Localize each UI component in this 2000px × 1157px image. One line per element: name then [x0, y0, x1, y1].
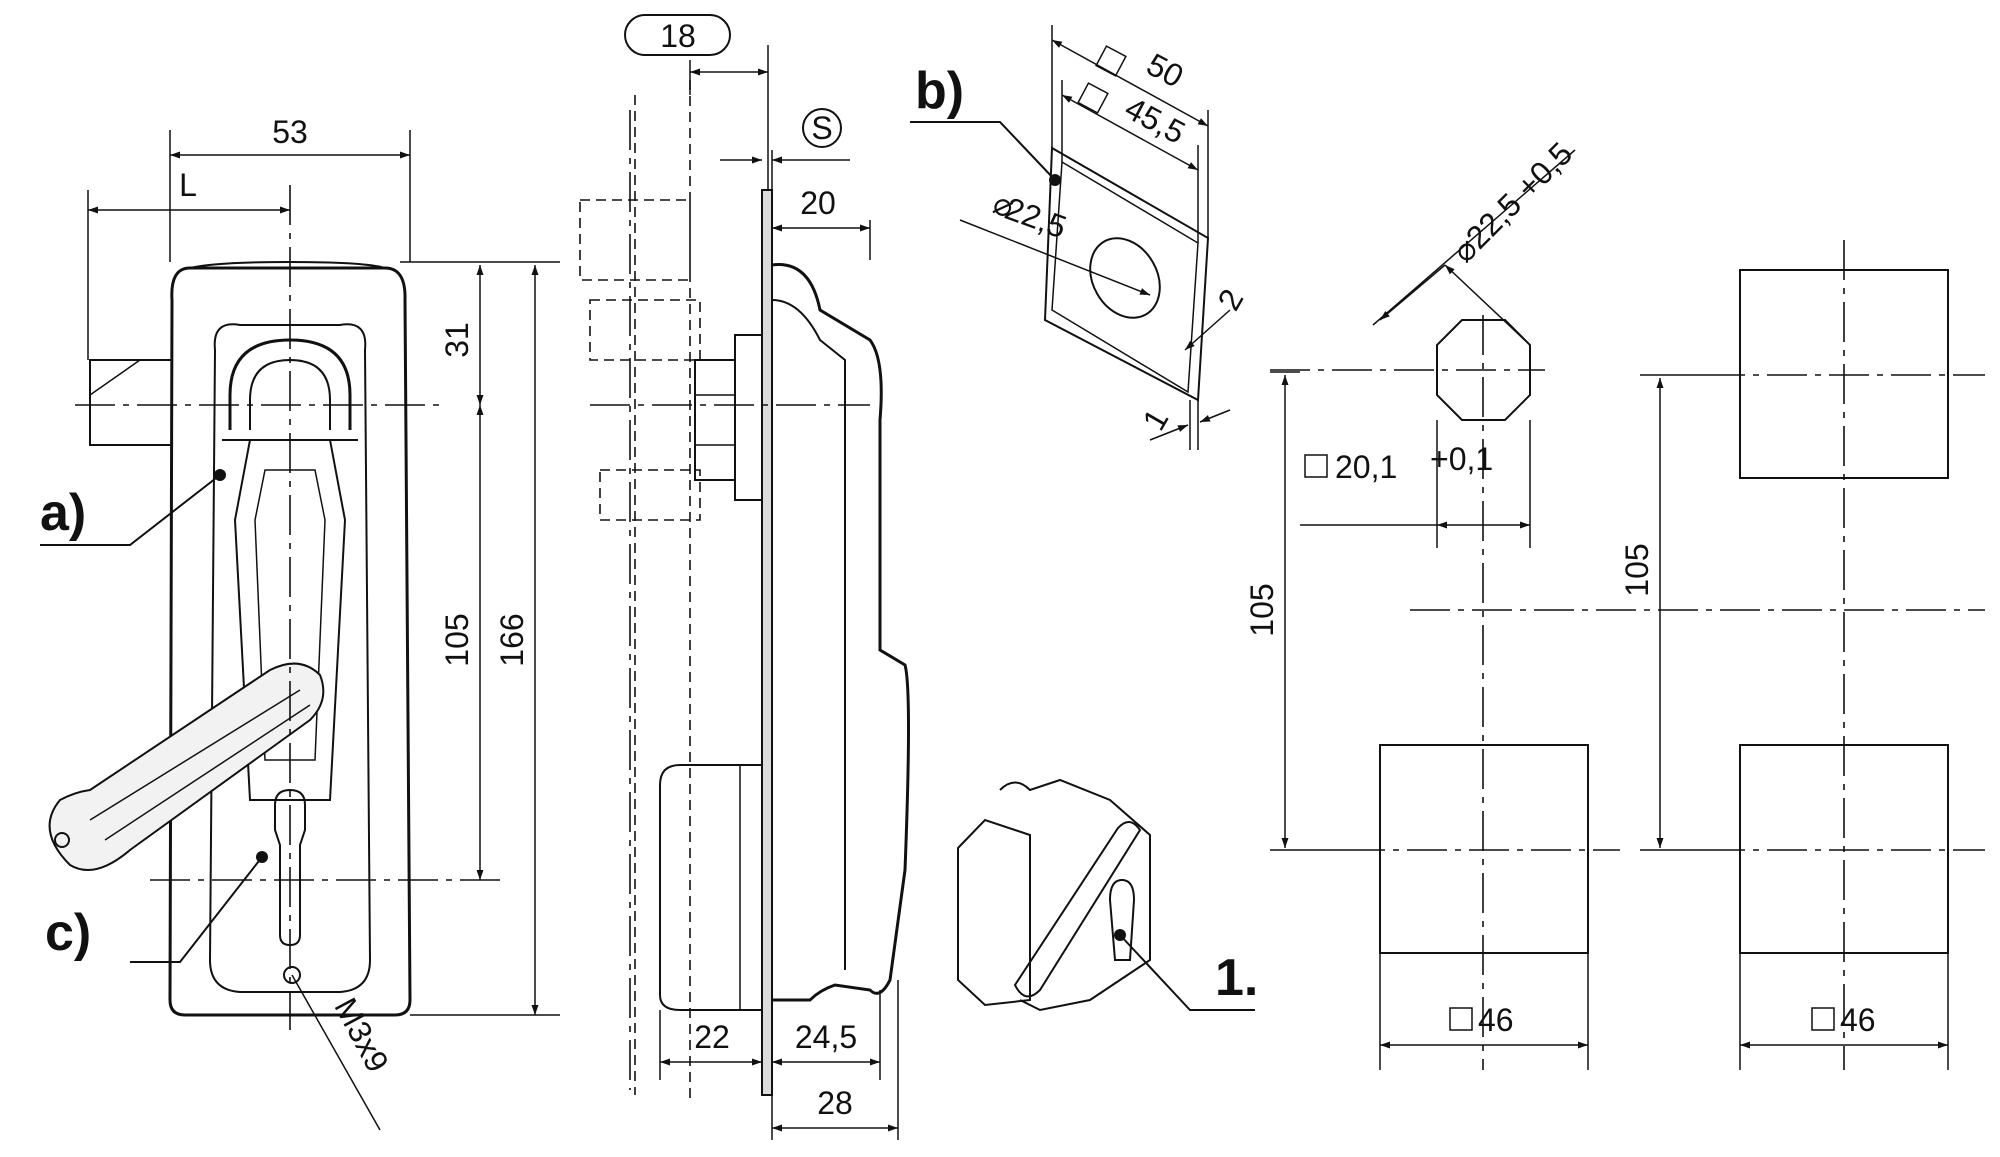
dim-1: 1 — [1135, 403, 1175, 436]
gasket-hole — [1089, 237, 1161, 319]
dim-24-5: 24,5 — [795, 1019, 857, 1055]
dim-28: 28 — [817, 1085, 853, 1121]
front-view: 53 L 31 105 166 M3x9 a) c) — [40, 114, 560, 1131]
callout-a: a) — [40, 484, 86, 542]
dim-sq45-5: 45,5 — [1119, 90, 1191, 151]
dim-22: 22 — [694, 1019, 730, 1055]
iso-housing — [957, 818, 1031, 1007]
dim-sq20-1: 20,1 — [1335, 449, 1397, 485]
keyhole — [274, 788, 306, 947]
latch-bolt — [89, 359, 173, 446]
dim-105-left: 105 — [1244, 583, 1280, 636]
gasket-view: 50 45,5 ⌀ 22,5 2 1 b) — [910, 25, 1251, 450]
dim-L: L — [179, 167, 197, 203]
handle-inner-panel — [208, 323, 372, 993]
dim-s-circle — [802, 108, 842, 148]
hex-nut — [694, 359, 736, 481]
dim-105-right: 105 — [1619, 543, 1655, 596]
callout-b: b) — [915, 62, 964, 120]
handle-grip — [48, 662, 325, 871]
dim-105-front: 105 — [439, 613, 475, 666]
dim-s: S — [811, 110, 832, 146]
handle-housing-profile — [771, 263, 910, 1002]
dim-d22-5-tol: ⌀22,5 +0,5 — [1445, 135, 1579, 269]
handle-body-outline — [168, 266, 412, 1017]
door-panel — [761, 189, 773, 1096]
dim-sq46-right: 46 — [1840, 1002, 1876, 1038]
gasket-outer — [1043, 146, 1210, 402]
cylinder-housing — [659, 764, 762, 1011]
cutout-views: ⌀22,5 +0,5 20,1 +0,1 105 46 1 — [1244, 135, 1985, 1070]
isometric-view: 1. — [957, 778, 1258, 1012]
lever-body — [233, 439, 347, 801]
screw-m3 — [283, 966, 301, 984]
grip-hole — [54, 832, 70, 848]
gasket-inner — [1051, 160, 1199, 394]
dim-sq46-left: 46 — [1478, 1002, 1514, 1038]
callout-1: 1. — [1215, 949, 1258, 1007]
dim-d22-5-value: 22,5 — [1000, 190, 1071, 245]
dim-20: 20 — [800, 185, 836, 221]
square-cutout-left — [1379, 744, 1589, 954]
dim-18-box — [624, 14, 731, 56]
dim-tol-0-1: +0,1 — [1430, 441, 1493, 477]
side-view: 18 S 20 22 24,5 28 — [579, 14, 910, 1140]
callout-c: c) — [45, 904, 91, 962]
iso-handle-body — [999, 778, 1151, 1012]
dim-53: 53 — [272, 114, 308, 150]
iso-lever — [1013, 821, 1142, 998]
latch-mechanism-hidden — [579, 80, 701, 1100]
dim-31: 31 — [439, 322, 475, 358]
dim-2: 2 — [1210, 283, 1250, 316]
dim-166: 166 — [494, 613, 530, 666]
dim-sq50: 50 — [1141, 46, 1189, 94]
dim-18: 18 — [660, 18, 696, 54]
dim-m3x9: M3x9 — [327, 992, 396, 1078]
